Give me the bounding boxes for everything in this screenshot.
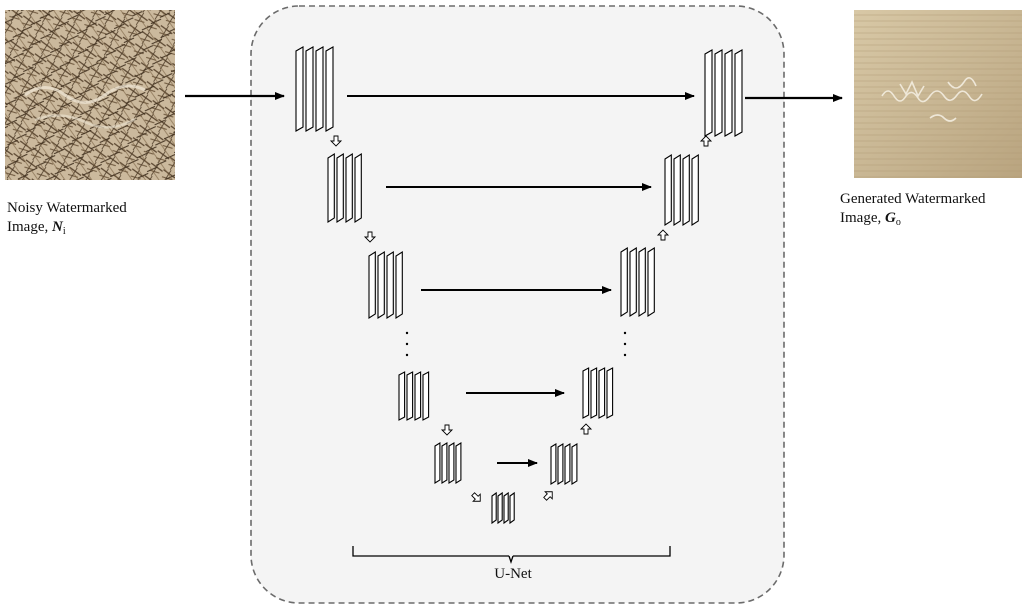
unet-label: U-Net [494,566,532,582]
bottleneck-block-slice [497,491,503,525]
decoder-block-2-slice [682,153,690,227]
decoder-block-5-slice [564,443,571,485]
downsample-arrow-4 [471,492,481,502]
output-caption-prefix: Image, [840,210,885,226]
decoder-block-3 [620,246,655,318]
ellipsis-left [405,331,409,357]
decoder-block-2 [664,153,699,227]
input-caption-line2: Image, Ni [7,218,127,241]
encoder-block-3-slice [395,250,403,320]
encoder-block-1-slice [305,46,314,132]
encoder-block-3-slice [368,250,376,320]
encoder-block-1-slice [315,46,324,132]
output-caption: Generated Watermarked Image, Go [840,190,986,232]
encoder-block-4 [398,371,430,421]
encoder-block-5-slice [448,442,455,484]
input-caption-subscript: i [62,226,66,237]
decoder-block-5-slice [550,443,557,485]
upsample-arrow-3 [656,229,670,241]
noisy-input-image [5,10,175,180]
encoder-block-5 [434,442,462,484]
decoder-block-3-slice [620,246,628,318]
encoder-block-2-slice [345,152,353,224]
decoder-block-4-slice [598,367,606,419]
encoder-block-3 [368,250,403,320]
encoder-block-4-slice [398,371,406,421]
bottleneck-block-slice [503,491,509,525]
downsample-arrow-1 [329,135,343,147]
decoder-block-1-slice [714,49,723,137]
encoder-block-2-slice [336,152,344,224]
bottleneck-block [491,491,515,525]
decoder-block-5-slice [557,443,564,485]
sampling-arrows [329,135,713,502]
output-caption-line2: Image, Go [840,209,986,232]
input-caption-line1: Noisy Watermarked [7,200,127,216]
encoder-block-3-slice [386,250,394,320]
decoder-block-5-slice [571,443,578,485]
bottleneck-block-slice [491,491,497,525]
encoder-block-1 [295,46,334,132]
decoder-block-1-slice [724,49,733,137]
decoder-block-3-slice [647,246,655,318]
decoder-block-1 [704,49,743,137]
decoder-block-3-slice [638,246,646,318]
decoder-block-5 [550,443,578,485]
encoder-block-5-slice [441,442,448,484]
output-caption-subscript: o [895,217,901,228]
ellipsis-right [623,331,627,357]
output-caption-symbol: G [884,210,896,226]
decoder-block-2-slice [673,153,681,227]
downsample-arrow-2 [363,231,377,243]
input-caption: Noisy Watermarked Image, Ni [7,199,127,241]
encoder-block-1-slice [295,46,304,132]
input-caption-symbol: N [51,219,63,235]
watermark-mark [881,77,983,122]
encoder-block-5-slice [434,442,441,484]
encoder-block-5-slice [455,442,462,484]
unet-panel [250,5,785,604]
decoder-block-4-slice [606,367,614,419]
upsample-arrow-2 [699,135,713,147]
encoder-block-2 [327,152,362,224]
decoder-block-4-slice [590,367,598,419]
decoder-block-3-slice [629,246,637,318]
feature-map-blocks [295,46,743,525]
encoder-block-2-slice [327,152,335,224]
decoder-block-4-slice [582,367,590,419]
encoder-block-2-slice [354,152,362,224]
output-caption-line1: Generated Watermarked [840,191,986,207]
bottleneck-block-slice [509,491,515,525]
unet-brace [352,546,671,565]
encoder-block-1-slice [325,46,334,132]
decoder-block-1-slice [734,49,743,137]
decoder-block-2-slice [691,153,699,227]
decoder-block-2-slice [664,153,672,227]
decoder-block-1-slice [704,49,713,137]
upsample-arrow-5 [543,491,553,501]
encoder-block-4-slice [414,371,422,421]
downsample-arrow-3 [440,424,454,436]
decoder-block-4 [582,367,614,419]
upsample-arrow-4 [579,423,593,435]
encoder-block-4-slice [422,371,430,421]
encoder-block-3-slice [377,250,385,320]
encoder-block-4-slice [406,371,414,421]
input-caption-prefix: Image, [7,219,52,235]
generated-output-image [854,10,1022,178]
